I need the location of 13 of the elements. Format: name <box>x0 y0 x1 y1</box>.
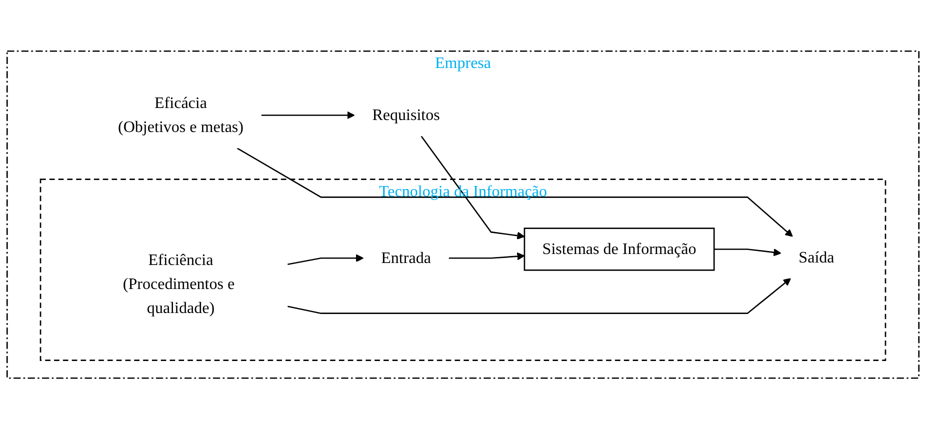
arrow <box>236 147 793 237</box>
node-text: Eficiência (Procedimentos e qualidade) <box>122 250 235 317</box>
arrow <box>261 111 355 120</box>
node-text: Entrada <box>381 248 431 266</box>
arrow <box>420 136 525 240</box>
node-text: Requisitos <box>372 106 440 124</box>
node-text: Eficácia (Objetivos e metas) <box>118 94 244 136</box>
arrow <box>287 278 791 314</box>
node-text: Saída <box>798 248 834 266</box>
arrow <box>287 254 364 265</box>
node-box: Sistemas de Informação <box>524 228 715 271</box>
arrow <box>714 248 782 256</box>
arrow <box>448 252 525 260</box>
